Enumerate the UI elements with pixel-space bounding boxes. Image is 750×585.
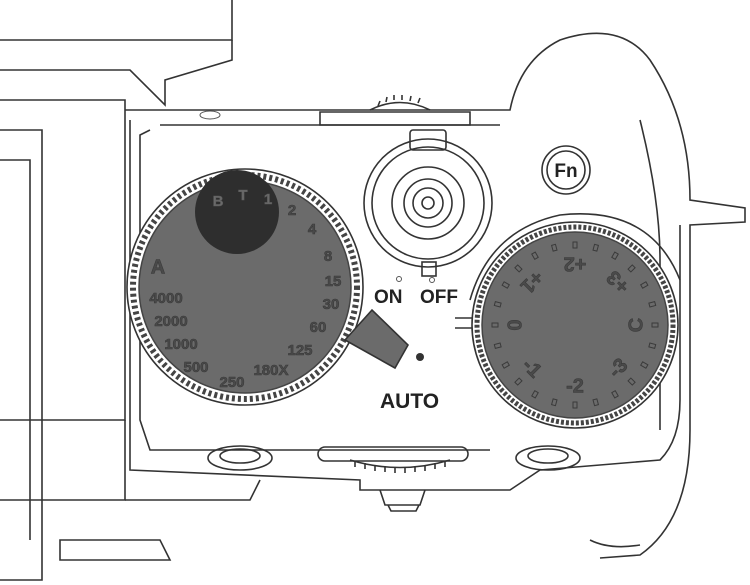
shutter-button[interactable] (363, 129, 493, 277)
command-wheel-top[interactable] (369, 95, 431, 111)
strap-lug-right (515, 445, 581, 471)
shutter-mark-a: A (151, 256, 165, 278)
ev-tick (501, 281, 510, 289)
command-wheel-front[interactable] (317, 446, 469, 512)
ev-tick (514, 377, 523, 386)
shutter-speed-label: 2000 (154, 313, 187, 330)
on-label: ON (374, 287, 403, 308)
shutter-speed-label: 30 (323, 296, 340, 313)
strap-lug-left (207, 445, 273, 471)
off-label: OFF (420, 287, 458, 308)
ev-label: 0 (503, 319, 525, 330)
shutter-speed-label: 4000 (149, 290, 182, 307)
ev-tick (648, 342, 657, 350)
shutter-speed-label: 15 (325, 273, 342, 290)
ev-tick (531, 251, 539, 260)
shutter-speed-label: 60 (310, 319, 327, 336)
ev-label: C (625, 318, 647, 332)
ev-tick (531, 390, 539, 399)
on-dot (396, 276, 402, 282)
exposure-compensation-dial[interactable]: 0+1+2+3C-3-2-1 (469, 213, 681, 429)
ev-tick (501, 361, 510, 369)
grip-edge (589, 539, 641, 548)
ev-tick (627, 377, 636, 386)
ev-tick (493, 300, 502, 308)
ev-tick (572, 401, 578, 409)
off-dot (429, 277, 435, 283)
ev-tick (491, 322, 499, 328)
shutter-speed-label: 1000 (164, 336, 197, 353)
ev-tick (493, 342, 502, 350)
fn-button[interactable]: Fn (541, 145, 591, 195)
shutter-speed-label: 2 (288, 202, 296, 219)
shutter-speed-label: 4 (308, 221, 317, 238)
shutter-speed-label: 125 (287, 342, 312, 359)
ev-tick (611, 251, 619, 260)
shutter-speed-label: 8 (324, 248, 332, 265)
shutter-speed-label: 250 (219, 374, 244, 391)
ev-tick (627, 264, 636, 273)
ev-tick (572, 241, 578, 249)
shutter-speed-label: 180X (253, 362, 288, 379)
ev-label: -2 (566, 375, 584, 397)
ev-tick (640, 281, 649, 289)
ev-tick (611, 390, 619, 399)
dial-spot (195, 170, 279, 254)
ev-tick (592, 243, 600, 252)
auto-label: AUTO (380, 390, 439, 413)
ev-tick (651, 322, 659, 328)
fn-label: Fn (554, 161, 577, 182)
ev-tick (640, 361, 649, 369)
shutter-speed-label: 500 (183, 359, 208, 376)
ev-tick (514, 264, 523, 273)
ev-tick (592, 398, 600, 407)
ev-tick (550, 398, 558, 407)
auto-dot (416, 353, 424, 361)
ev-tick (648, 300, 657, 308)
auto-lever[interactable] (343, 308, 410, 370)
shutter-speed-label: T (238, 187, 247, 204)
ev-tick (550, 243, 558, 252)
shutter-speed-label: 1 (264, 191, 272, 208)
shutter-speed-label: B (213, 193, 224, 210)
ev-label: +2 (564, 253, 587, 275)
